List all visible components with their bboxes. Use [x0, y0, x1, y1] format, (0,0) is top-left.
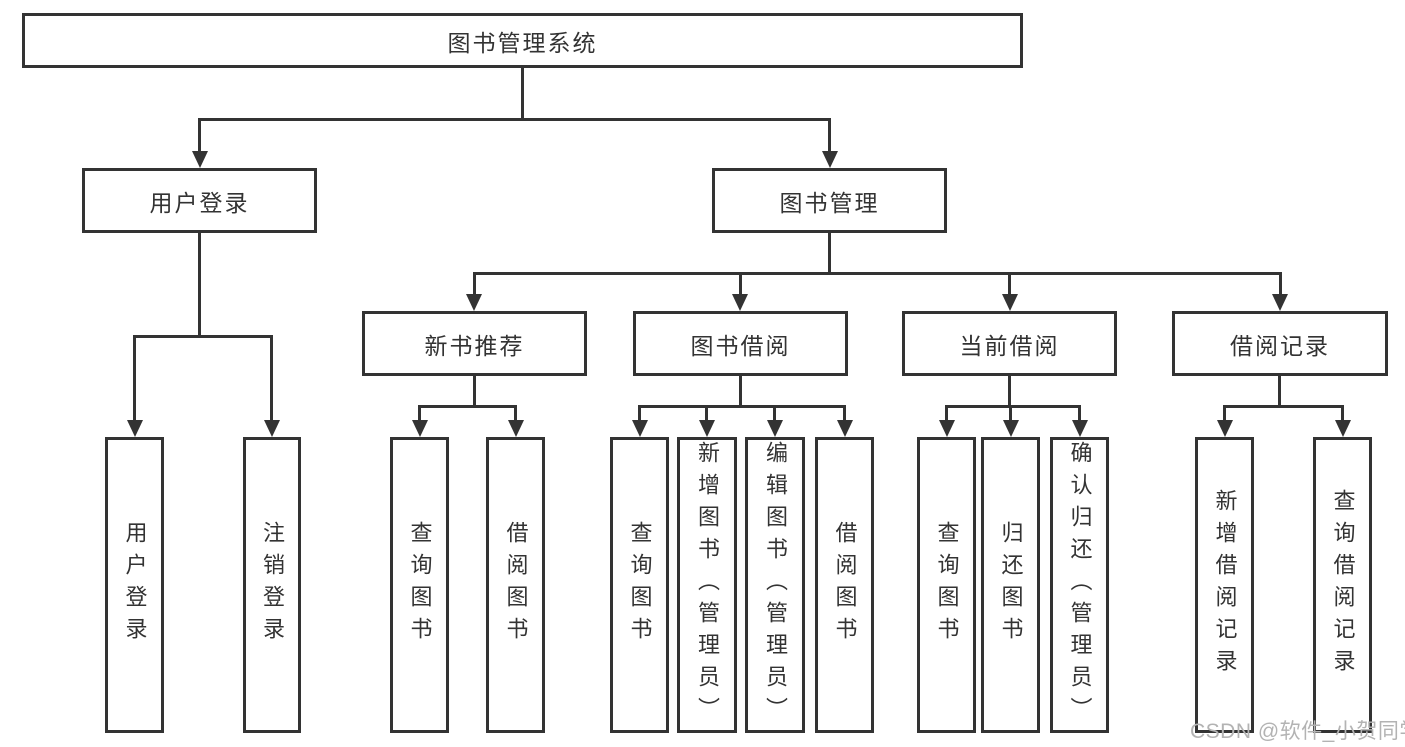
connector-line: [945, 405, 948, 422]
connector-line: [773, 405, 776, 422]
leaf-borrow-books-borrowing-label: 借阅图书: [832, 521, 858, 649]
arrowhead-down: [1217, 420, 1233, 437]
connector-line: [473, 272, 1281, 275]
connector-line: [418, 405, 517, 408]
connector-line: [133, 335, 273, 338]
arrowhead-down: [508, 420, 524, 437]
arrowhead-down: [466, 294, 482, 311]
arrowhead-down: [192, 151, 208, 168]
connector-line: [198, 233, 201, 338]
leaf-add-borrow-record: 新增借阅记录: [1195, 437, 1254, 733]
leaf-edit-book-admin: 编辑图书（管理员）: [745, 437, 805, 733]
leaf-return-book: 归还图书: [981, 437, 1040, 733]
arrowhead-down: [264, 420, 280, 437]
connector-line: [843, 405, 846, 422]
leaf-add-book-admin-label: 新增图书（管理员）: [695, 441, 720, 729]
connector-line: [1341, 405, 1344, 422]
leaf-query-books-borrowing-label: 查询图书: [627, 521, 653, 649]
leaf-borrow-books-recommend-label: 借阅图书: [503, 521, 529, 649]
arrowhead-down: [632, 420, 648, 437]
node-book-management: 图书管理: [712, 168, 947, 233]
connector-line: [945, 405, 1081, 408]
leaf-borrow-books-recommend: 借阅图书: [486, 437, 545, 733]
connector-line: [828, 118, 831, 153]
connector-line: [198, 118, 201, 153]
leaf-confirm-return-admin: 确认归还（管理员）: [1050, 437, 1109, 733]
arrowhead-down: [127, 420, 143, 437]
connector-line: [739, 376, 742, 408]
node-borrowing-records: 借阅记录: [1172, 311, 1388, 376]
connector-line: [514, 405, 517, 422]
connector-line: [473, 272, 476, 298]
arrowhead-down: [1335, 420, 1351, 437]
leaf-query-books-borrowing: 查询图书: [610, 437, 669, 733]
node-root-label: 图书管理系统: [447, 29, 598, 56]
node-user-login-label: 用户登录: [149, 189, 250, 216]
connector-line: [638, 405, 846, 408]
arrowhead-down: [1072, 420, 1088, 437]
leaf-user-login: 用户登录: [105, 437, 164, 733]
leaf-user-login-label: 用户登录: [122, 521, 148, 649]
connector-line: [1009, 405, 1012, 422]
leaf-edit-book-admin-label: 编辑图书（管理员）: [763, 441, 788, 729]
connector-line: [739, 272, 742, 298]
connector-line: [270, 335, 273, 423]
connector-line: [705, 405, 708, 422]
node-user-login: 用户登录: [82, 168, 317, 233]
connector-line: [1223, 405, 1226, 422]
leaf-borrow-books-borrowing: 借阅图书: [815, 437, 874, 733]
arrowhead-down: [1272, 294, 1288, 311]
connector-line: [1278, 376, 1281, 408]
arrowhead-down: [939, 420, 955, 437]
connector-line: [198, 118, 831, 121]
arrowhead-down: [1003, 420, 1019, 437]
leaf-return-book-label: 归还图书: [998, 521, 1024, 649]
leaf-query-books-current-label: 查询图书: [934, 521, 960, 649]
leaf-query-books-recommend: 查询图书: [390, 437, 449, 733]
arrowhead-down: [767, 420, 783, 437]
node-root: 图书管理系统: [22, 13, 1023, 68]
leaf-query-borrow-record-label: 查询借阅记录: [1330, 489, 1356, 681]
leaf-add-book-admin: 新增图书（管理员）: [677, 437, 737, 733]
arrowhead-down: [822, 151, 838, 168]
node-new-book-recommend: 新书推荐: [362, 311, 587, 376]
node-current-borrowing-label: 当前借阅: [959, 332, 1060, 359]
arrowhead-down: [1002, 294, 1018, 311]
connector-line: [473, 376, 476, 408]
arrowhead-down: [837, 420, 853, 437]
leaf-confirm-return-admin-label: 确认归还（管理员）: [1067, 441, 1093, 729]
connector-line: [521, 68, 524, 121]
arrowhead-down: [699, 420, 715, 437]
node-new-book-recommend-label: 新书推荐: [424, 332, 525, 359]
node-book-borrowing-label: 图书借阅: [690, 332, 791, 359]
leaf-logout: 注销登录: [243, 437, 301, 733]
arrowhead-down: [412, 420, 428, 437]
leaf-add-borrow-record-label: 新增借阅记录: [1212, 489, 1238, 681]
node-book-management-label: 图书管理: [779, 189, 880, 216]
watermark-text: CSDN @软件_小贺同学: [1190, 720, 1405, 743]
node-current-borrowing: 当前借阅: [902, 311, 1117, 376]
connector-line: [1008, 272, 1011, 298]
connector-line: [638, 405, 641, 422]
connector-line: [418, 405, 421, 422]
leaf-query-borrow-record: 查询借阅记录: [1313, 437, 1372, 733]
connector-line: [1008, 376, 1011, 408]
connector-line: [828, 233, 831, 275]
leaf-query-books-current: 查询图书: [917, 437, 976, 733]
connector-line: [133, 335, 136, 423]
leaf-logout-label: 注销登录: [260, 521, 285, 649]
connector-line: [1279, 272, 1282, 298]
connector-line: [1223, 405, 1344, 408]
arrowhead-down: [732, 294, 748, 311]
node-borrowing-records-label: 借阅记录: [1230, 332, 1330, 359]
node-book-borrowing: 图书借阅: [633, 311, 848, 376]
leaf-query-books-recommend-label: 查询图书: [407, 521, 433, 649]
connector-line: [1078, 405, 1081, 422]
